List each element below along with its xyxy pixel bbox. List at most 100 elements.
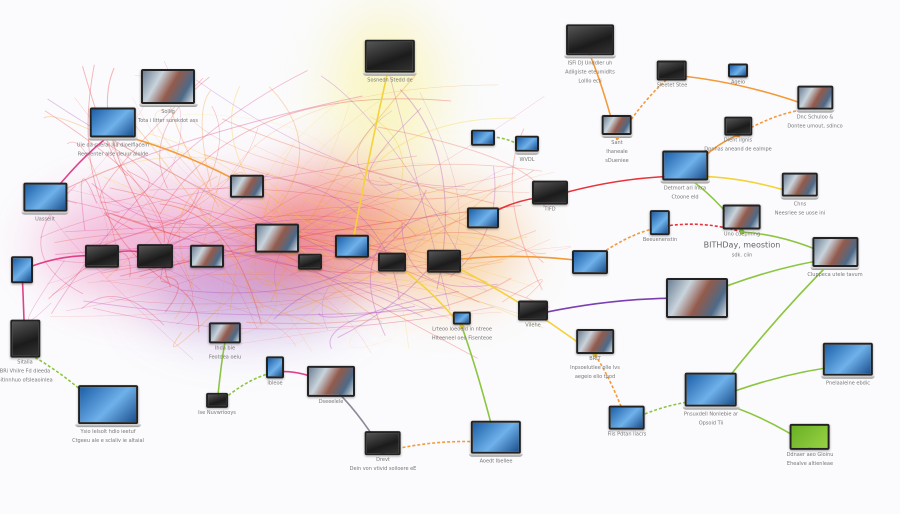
device-node-monitor[interactable] xyxy=(230,174,264,198)
fiber-strand xyxy=(297,191,477,237)
device-node-monitor[interactable]: TIFD xyxy=(532,180,568,214)
fiber-strand xyxy=(95,127,259,245)
device-node-monitor[interactable] xyxy=(378,252,406,272)
laptop-base xyxy=(74,423,142,427)
fiber-strand xyxy=(393,213,477,239)
device-node-monitor[interactable] xyxy=(471,129,495,147)
device-caption: sDueniee xyxy=(605,158,629,165)
device-node-tablet[interactable] xyxy=(11,256,33,284)
device-node-monitor[interactable]: Dseeelele xyxy=(307,365,355,406)
fiber-strand xyxy=(86,165,315,312)
device-caption: Ise Nuvwriooys xyxy=(198,410,236,417)
fiber-strand xyxy=(132,97,474,317)
device-node-monitor[interactable] xyxy=(427,249,461,273)
laptop-icon xyxy=(685,372,737,407)
fiber-strand xyxy=(106,67,174,264)
device-node-tablet[interactable]: Ibleoe xyxy=(266,356,284,387)
laptop-icon xyxy=(822,342,873,376)
monitor-icon xyxy=(789,423,830,451)
fiber-strand xyxy=(229,246,260,294)
device-caption: Sleetet Stee xyxy=(656,82,688,89)
fiber-strand xyxy=(87,274,519,314)
device-node-laptop[interactable]: WVDL xyxy=(515,135,539,164)
device-node-laptop[interactable]: Dnc Schuloo &Dontee umout, sdinco xyxy=(787,85,843,131)
device-node-monitor[interactable]: Ise Nuvwriooys xyxy=(198,392,236,417)
device-node-laptop[interactable]: Pnelaaleine ebdic xyxy=(820,342,876,388)
monitor-icon xyxy=(208,322,241,344)
device-caption: Ctgeeu ale e sclaliv ie altaial xyxy=(72,437,144,444)
device-node-monitor[interactable]: Sleetet Stee xyxy=(656,60,688,89)
device-node-laptop[interactable]: Sosnedn Stedd de xyxy=(362,39,418,85)
laptop-base xyxy=(21,211,69,215)
fiber-strand xyxy=(206,193,519,247)
device-caption: Hiteeneel oeo Fisenteoe xyxy=(431,335,493,342)
device-caption: Tota i litter surekdot ass xyxy=(137,118,199,124)
laptop-icon xyxy=(811,236,858,268)
laptop-icon xyxy=(661,150,708,181)
fiber-strand xyxy=(278,184,501,316)
device-node-tablet[interactable]: Beeuenenstin xyxy=(643,210,677,244)
fiber-strand xyxy=(164,276,179,313)
device-node-monitor[interactable]: Fiis Pdtan liacrs xyxy=(608,405,646,439)
monitor-icon xyxy=(453,311,471,325)
device-node-laptop[interactable]: Cluppeca utele tavum xyxy=(807,236,863,279)
fiber-strand xyxy=(253,145,498,259)
device-node-monitor[interactable] xyxy=(572,250,608,274)
monitor-icon xyxy=(657,60,687,81)
device-node-monitor[interactable] xyxy=(85,244,119,268)
fiber-strand xyxy=(338,117,517,219)
fiber-strand xyxy=(103,212,182,238)
fiber-strand xyxy=(137,219,382,254)
device-caption: Opsoid Tii xyxy=(698,420,724,427)
fiber-strand xyxy=(93,306,494,330)
monitor-icon xyxy=(518,300,548,321)
device-node-laptop[interactable]: Uasselit xyxy=(21,182,69,224)
fiber-strand xyxy=(278,172,554,339)
device-node-monitor[interactable] xyxy=(190,244,224,268)
device-caption: Sollig xyxy=(161,109,175,115)
laptop-icon xyxy=(601,114,632,136)
monitor-icon xyxy=(609,405,645,430)
device-node-monitor[interactable]: Ageio xyxy=(728,63,748,87)
device-caption: Ysio Ielsolt hdio ieetuf xyxy=(80,428,136,435)
device-node-monitor[interactable] xyxy=(137,244,173,268)
fiber-strand xyxy=(204,153,535,200)
device-node-monitor[interactable] xyxy=(335,234,369,258)
device-node-monitor[interactable] xyxy=(255,223,299,253)
device-caption: Vilehe xyxy=(525,322,541,329)
device-node-monitor[interactable] xyxy=(298,253,322,271)
laptop-base xyxy=(362,72,418,76)
fiber-strand xyxy=(342,277,544,329)
fiber-strand xyxy=(238,312,502,344)
device-caption: Ddnaer aeo Gloinu xyxy=(786,452,834,459)
fiber-strand xyxy=(39,156,296,207)
device-node-monitor[interactable]: Vilehe xyxy=(518,300,548,329)
monitor-icon xyxy=(230,174,264,198)
device-caption: Ctoone eld xyxy=(671,194,699,201)
monitor-icon xyxy=(378,252,406,272)
fiber-strand xyxy=(255,174,400,301)
fiber-strand xyxy=(419,92,460,270)
device-node-monitor[interactable] xyxy=(666,278,728,318)
device-node-monitor[interactable] xyxy=(467,207,499,229)
fiber-strand xyxy=(195,79,465,187)
device-node-laptop[interactable]: Aoedt Ibellee xyxy=(468,420,524,466)
fiber-strand xyxy=(201,90,212,188)
fiber-strand xyxy=(515,246,572,252)
